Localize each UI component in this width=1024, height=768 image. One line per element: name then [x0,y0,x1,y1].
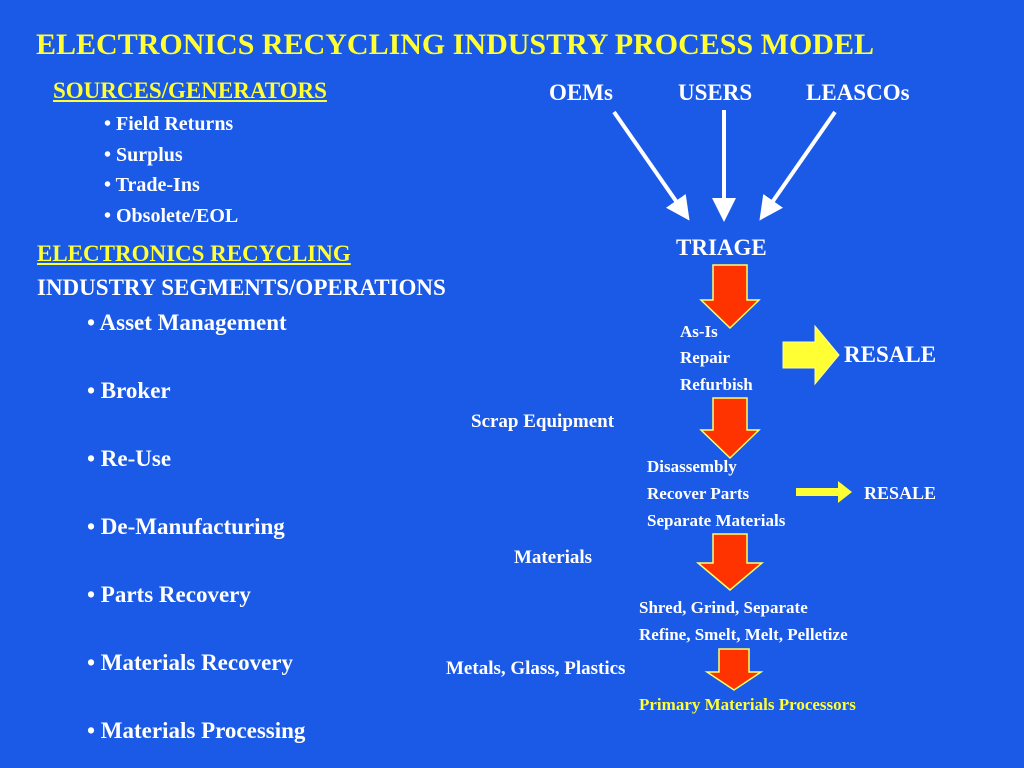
materials-label: Materials [514,547,593,568]
origin-leascos: LEASCOs [806,80,910,105]
leascos-to-triage-arrow [759,110,837,221]
oems-to-triage-arrow [612,110,690,221]
stage2-item: Recover Parts [647,484,750,503]
stage1-item: Repair [680,348,731,367]
segment-item: • Asset Management [87,310,287,335]
page-title: ELECTRONICS RECYCLING INDUSTRY PROCESS M… [36,28,874,61]
origin-oems: OEMs [549,80,613,105]
triage-down-arrow [699,264,761,330]
resale-arrow-small [796,481,852,503]
segments-subheading: INDUSTRY SEGMENTS/OPERATIONS [37,275,446,300]
segment-item: • Parts Recovery [87,582,251,607]
resale-arrow-large [782,324,840,386]
segment-item: • Broker [87,378,171,403]
final-processor-label: Primary Materials Processors [639,695,856,714]
outputs-label: Metals, Glass, Plastics [446,658,626,679]
segment-item: • Materials Recovery [87,650,294,675]
scrap-equipment-label: Scrap Equipment [471,411,615,432]
stage2-item: Separate Materials [647,511,786,530]
final-down-arrow [704,648,764,691]
origin-users: USERS [678,80,753,105]
resale-label-1: RESALE [844,342,937,367]
resale-label-2: RESALE [864,483,937,503]
materials-down-arrow [695,533,765,591]
stage2-item: Disassembly [647,457,737,476]
scrap-down-arrow [699,397,761,460]
source-item: • Obsolete/EOL [104,205,239,227]
segment-item: • Re-Use [87,446,172,471]
segments-heading: ELECTRONICS RECYCLING [37,241,351,266]
triage-label: TRIAGE [676,235,767,260]
stage3-item: Refine, Smelt, Melt, Pelletize [639,625,848,644]
source-item: • Surplus [104,144,183,166]
stage1-item: As-Is [680,322,718,341]
source-item: • Field Returns [104,113,234,135]
segment-item: • De-Manufacturing [87,514,285,539]
source-item: • Trade-Ins [104,174,200,196]
segment-item: • Materials Processing [87,718,306,743]
sources-heading: SOURCES/GENERATORS [53,78,327,103]
stage1-item: Refurbish [680,375,753,394]
stage3-item: Shred, Grind, Separate [639,598,808,617]
